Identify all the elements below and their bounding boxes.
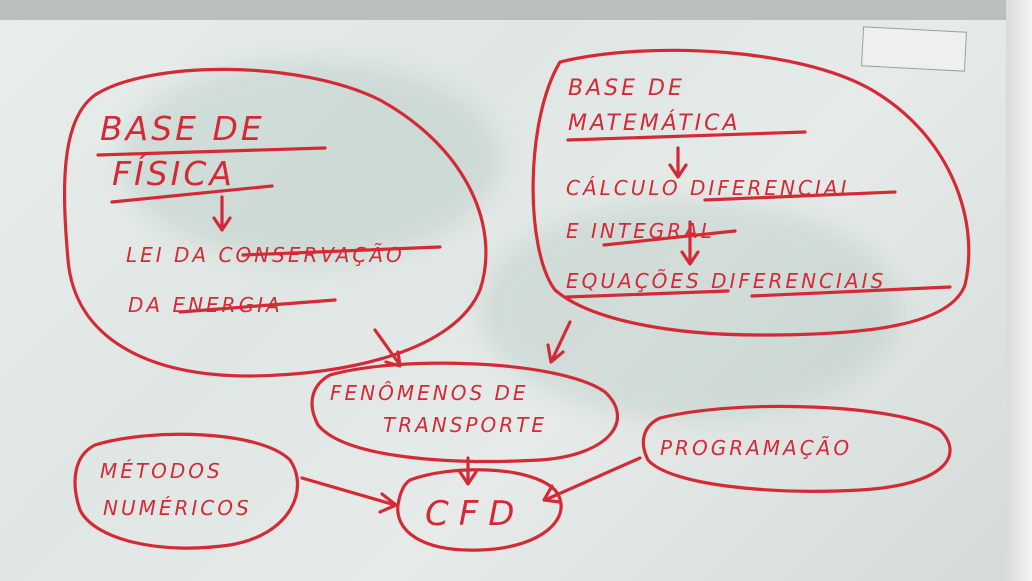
equacoes-label: EQUAÇÕES DIFERENCIAIS [566,269,886,293]
underline [703,190,897,202]
matematica-bubble [531,48,971,337]
programacao-bubble [641,404,952,493]
underline [178,298,337,314]
matematica-title-line1: BASE DE [568,76,685,101]
calculo-line1: CÁLCULO DIFERENCIAL [566,176,855,200]
metodos-bubble [73,432,300,550]
underline [110,184,274,204]
calculo-line2: E INTEGRAL [566,219,715,243]
matematica-title-line2: MATEMÁTICA [568,110,741,136]
arrow-fenomenos-to-cfd [458,456,478,486]
arrow-matematica-to-calculo [668,146,688,179]
arrow-fisica-to-fenomenos [373,328,402,368]
metodos-line1: MÉTODOS [100,459,223,483]
eraser-smudge [120,60,500,260]
fisica-bubble [63,67,488,378]
whiteboard-frame-top [0,0,1032,20]
arrow-metodos-to-cfd [300,476,398,514]
lei-line1: LEI DA CONSERVAÇÃO [126,243,405,267]
fisica-title-line2: FÍSICA [112,153,235,193]
underline [241,245,442,257]
underline [96,146,327,157]
cfd-label: CFD [425,494,524,534]
underline [750,285,952,298]
arrow-matematica-to-fenomenos [546,320,572,364]
arrow-calculo-to-equacoes [680,220,700,266]
programacao-label: PROGRAMAÇÃO [660,436,852,460]
cfd-bubble [396,468,563,552]
underline [566,130,807,142]
whiteboard-frame-right [1006,0,1032,581]
metodos-line2: NUMÉRICOS [103,496,252,520]
lei-line2: DA ENERGIA [128,293,283,317]
fenomenos-line2: TRANSPORTE [383,413,547,437]
arrow-programacao-to-cfd [542,456,642,504]
underline [602,229,737,247]
fenomenos-bubble [310,361,619,464]
arrow-fisica-to-lei [212,195,232,232]
underline [565,289,730,299]
fisica-title-line1: BASE DE [100,109,265,148]
fenomenos-line1: FENÔMENOS DE [330,381,529,405]
